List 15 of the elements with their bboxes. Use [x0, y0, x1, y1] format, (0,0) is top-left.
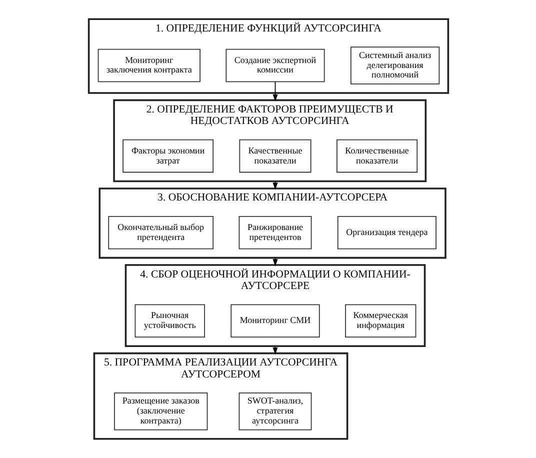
node-box: Рыночная устойчивость — [134, 304, 204, 338]
node-box: Мониторинг заключения контракта — [97, 48, 200, 82]
node-box: Организация тендера — [336, 216, 436, 250]
node-box: Создание экспертной комиссии — [225, 48, 324, 82]
node-box: Ранжирование претендентов — [238, 216, 312, 250]
node-box: Качественные показатели — [238, 139, 311, 173]
node-box: Системный анализ делегирования полномочий — [350, 46, 440, 84]
node-box: Окончательный выбор претендента — [108, 216, 214, 250]
node-box: Количественные показатели — [336, 139, 418, 173]
node-box: Коммерческая информация — [344, 304, 416, 338]
node-box: Мониторинг СМИ — [230, 304, 320, 338]
node-box: Размещение заказов (заключение контракта) — [114, 392, 208, 430]
node-box: Факторы экономии затрат — [122, 139, 214, 173]
arrow — [272, 81, 278, 102]
node-box: SWOT-анализ, стратегия аутсорсинга — [238, 392, 312, 430]
